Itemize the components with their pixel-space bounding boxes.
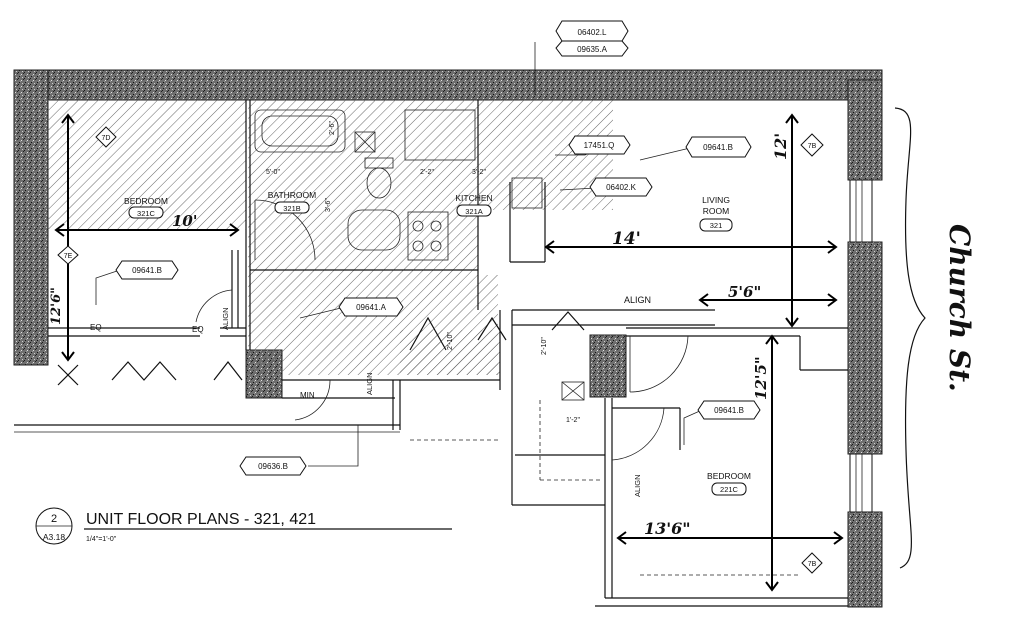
kitchen-counter	[404, 109, 543, 261]
hatched-areas	[48, 100, 613, 375]
svg-text:2'-10": 2'-10"	[541, 337, 548, 355]
keynote-tag-17451: 17451.Q	[568, 135, 631, 155]
room-label-kitchen: KITCHEN 321A	[455, 193, 493, 217]
hex-tag-right-top: 7B	[800, 133, 824, 157]
svg-text:14': 14'	[612, 229, 641, 249]
svg-text:09641.B: 09641.B	[703, 143, 733, 152]
svg-text:LIVING: LIVING	[702, 195, 730, 205]
window-upper	[849, 179, 873, 243]
door-living	[629, 335, 689, 393]
keynote-tag-09641b-living: 09641.B	[685, 136, 752, 158]
svg-text:12'6": 12'6"	[49, 287, 64, 325]
svg-text:2'-2": 2'-2"	[420, 169, 434, 176]
window-lower	[849, 453, 873, 513]
svg-text:BATHROOM: BATHROOM	[268, 190, 316, 200]
drawing-title-block: 2 A3.18 UNIT FLOOR PLANS - 321, 421 1/4"…	[35, 507, 452, 545]
svg-text:13'6": 13'6"	[644, 519, 691, 538]
keynote-tag-09641b-bedroom-left: 09641.B	[115, 260, 179, 280]
dashed-closet	[410, 400, 800, 576]
svg-text:321: 321	[710, 221, 723, 230]
room-label-bathroom: BATHROOM 321B	[268, 190, 316, 214]
svg-text:5'-0": 5'-0"	[266, 169, 280, 176]
interior-walls	[14, 100, 848, 607]
svg-text:7B: 7B	[808, 561, 817, 568]
door-bedroom-left	[195, 289, 233, 328]
svg-text:BEDROOM: BEDROOM	[707, 471, 751, 481]
keynote-tag-09636b: 09636.B	[239, 456, 307, 476]
svg-text:321B: 321B	[283, 204, 301, 213]
keynote-tag-09641b-bedroom-right: 09641.B	[697, 400, 761, 420]
dimension-labels: 10' 12'6" 14' 12' 5'6" 12'5" 13'6" 5'-0"…	[49, 121, 790, 538]
svg-text:12'5": 12'5"	[752, 356, 770, 400]
hex-tag-left-mid: 7E	[57, 245, 79, 265]
door-entry	[294, 379, 331, 421]
svg-text:7D: 7D	[102, 135, 111, 142]
svg-text:3'-6": 3'-6"	[325, 198, 332, 212]
svg-text:EQ: EQ	[192, 325, 204, 334]
svg-text:ALIGN: ALIGN	[221, 307, 230, 330]
drawing-scale: 1/4"=1'-0"	[86, 536, 117, 543]
svg-text:2'-10": 2'-10"	[447, 332, 454, 350]
svg-text:ALIGN: ALIGN	[633, 474, 642, 497]
svg-text:221C: 221C	[720, 485, 739, 494]
hex-tag-right-bottom: 7B	[801, 552, 823, 574]
keynote-tag-top: 06402.L 09635.A	[555, 20, 629, 57]
shaft-square	[354, 131, 376, 153]
svg-text:2'-6": 2'-6"	[329, 121, 336, 135]
hex-tag-top-left: 7D	[95, 126, 117, 148]
svg-text:BEDROOM: BEDROOM	[124, 196, 168, 206]
keynote-tag-06402k: 06402.K	[589, 177, 653, 197]
keynote-tag-09641a: 09641.A	[338, 297, 404, 317]
svg-text:321C: 321C	[137, 209, 156, 218]
detail-number: 2	[51, 513, 57, 525]
svg-text:09636.B: 09636.B	[258, 462, 288, 471]
svg-text:ALIGN: ALIGN	[624, 295, 651, 305]
svg-text:09641.B: 09641.B	[714, 406, 744, 415]
door-bedroom-right	[611, 407, 665, 461]
bathtub	[254, 109, 346, 153]
svg-text:1'-2": 1'-2"	[566, 417, 580, 424]
svg-text:MIN: MIN	[300, 391, 315, 400]
keynote-06402-l: 06402.L	[578, 28, 607, 37]
svg-text:7B: 7B	[808, 143, 817, 150]
street-label: Church St.	[943, 224, 976, 392]
sheet-number: A3.18	[43, 532, 65, 542]
svg-text:10': 10'	[172, 212, 197, 230]
svg-text:06402.K: 06402.K	[606, 183, 636, 192]
shaft-square-2	[561, 381, 585, 401]
svg-text:ALIGN: ALIGN	[365, 372, 374, 395]
room-label-living: LIVING ROOM 321	[699, 195, 733, 232]
room-label-bedroom-right: BEDROOM 221C	[707, 471, 751, 496]
closet-rods	[57, 311, 585, 386]
lavatory	[347, 209, 401, 251]
dimension-lines	[54, 113, 844, 592]
street-brace	[894, 107, 926, 569]
toilet	[364, 157, 394, 199]
svg-text:09641.B: 09641.B	[132, 266, 162, 275]
plan-notes: ALIGN ALIGN ALIGN ALIGN EQ EQ MIN Church…	[90, 224, 976, 497]
svg-text:7E: 7E	[64, 253, 73, 260]
svg-text:12': 12'	[771, 133, 790, 160]
svg-text:KITCHEN: KITCHEN	[455, 193, 492, 203]
room-label-bedroom-left: BEDROOM 321C	[124, 196, 168, 219]
svg-text:ROOM: ROOM	[703, 206, 729, 216]
svg-text:5'6": 5'6"	[728, 283, 761, 301]
keynote-09635-a: 09635.A	[577, 45, 607, 54]
svg-text:3'-2": 3'-2"	[472, 169, 486, 176]
svg-text:321A: 321A	[465, 207, 483, 216]
door-swing-bath	[254, 199, 316, 261]
svg-text:17451.Q: 17451.Q	[584, 141, 615, 150]
svg-text:EQ: EQ	[90, 323, 102, 332]
drawing-title: UNIT FLOOR PLANS - 321, 421	[86, 511, 316, 528]
svg-text:09641.A: 09641.A	[356, 303, 386, 312]
